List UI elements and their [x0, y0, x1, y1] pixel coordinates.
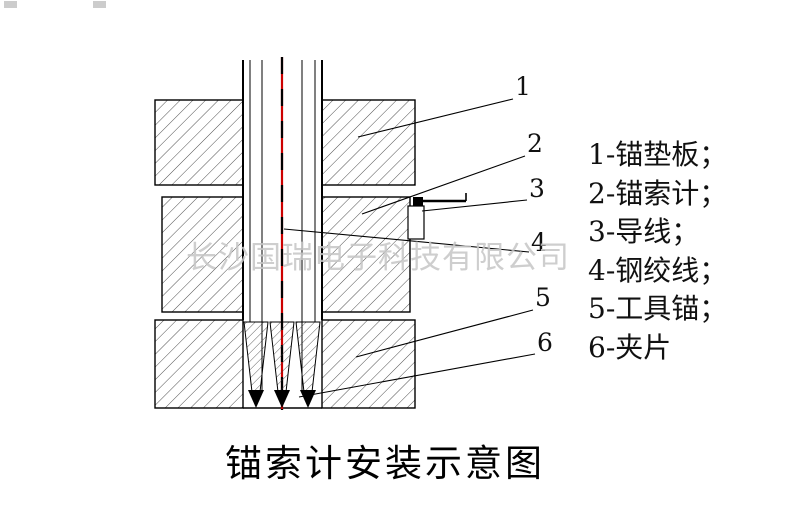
cable-gland — [413, 197, 423, 206]
wedge-tip-3 — [300, 390, 316, 408]
callout-6: 6 — [537, 328, 553, 357]
anchor-plate-right — [321, 99, 416, 186]
callout-5: 5 — [535, 283, 551, 312]
callout-1: 1 — [515, 72, 531, 101]
gauge-body — [161, 196, 411, 313]
legend: 1-锚垫板； 2-锚索计； 3-导线； 4-钢绞线； 5-工具锚； 6-夹片 — [588, 136, 727, 367]
gauge-body-right — [321, 196, 411, 313]
tool-anchor — [154, 319, 416, 409]
wedge-1 — [243, 321, 269, 393]
tool-anchor-right — [321, 319, 416, 409]
lead-wire — [407, 193, 467, 240]
callout-2: 2 — [527, 129, 543, 158]
callout-4: 4 — [531, 228, 547, 257]
legend-item-3: 3-导线； — [588, 215, 700, 248]
legend-item-4: 4-钢绞线； — [588, 253, 728, 287]
legend-item-6: 6-夹片 — [588, 330, 672, 364]
scan-artifact — [4, 1, 106, 8]
wedge-2 — [269, 321, 295, 393]
wedge-3 — [295, 321, 321, 393]
wedge-clips — [243, 321, 321, 408]
leader-1 — [357, 98, 514, 138]
connector-box — [407, 205, 425, 240]
diagram-title: 锚索计安装示意图 — [225, 442, 545, 485]
callout-3: 3 — [529, 174, 545, 203]
leader-lines — [283, 98, 536, 398]
leader-6 — [298, 353, 536, 398]
legend-item-2: 2-锚索计； — [588, 176, 728, 210]
legend-item-5: 5-工具锚； — [588, 292, 728, 325]
leader-4 — [283, 228, 530, 253]
wedge-tip-1 — [248, 390, 264, 408]
anchor-plate — [154, 99, 416, 186]
leader-2 — [361, 155, 526, 215]
leader-5 — [355, 309, 534, 358]
anchor-plate-left — [154, 99, 244, 186]
gauge-body-left — [161, 196, 244, 313]
legend-item-1: 1-锚垫板； — [588, 138, 728, 171]
leader-3 — [421, 199, 528, 212]
callout-numbers: 1 2 3 4 5 6 — [515, 72, 553, 357]
wedge-tip-2 — [274, 390, 290, 408]
tool-anchor-left — [154, 319, 244, 409]
